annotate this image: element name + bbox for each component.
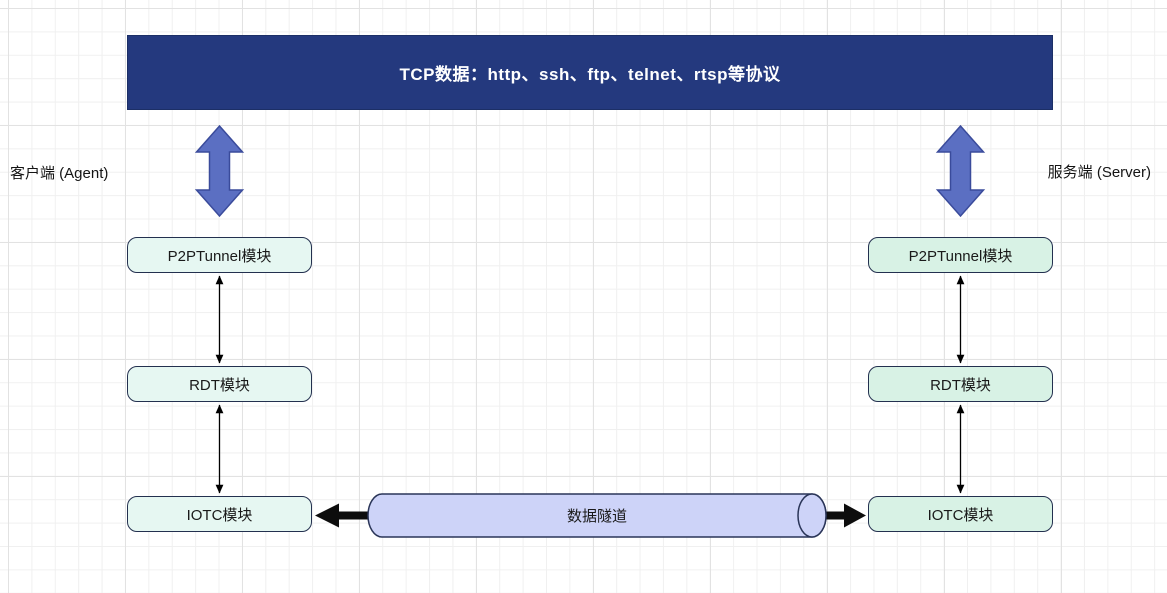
server-label: 服务端 (Server) bbox=[1047, 164, 1151, 181]
node-iotc-right[interactable]: IOTC模块 bbox=[868, 496, 1053, 532]
node-rdt-right[interactable]: RDT模块 bbox=[868, 366, 1053, 402]
tunnel-label: 数据隧道 bbox=[566, 508, 627, 525]
tunnel-cylinder-cap bbox=[797, 493, 827, 538]
tcp-protocols-label: TCP数据：http、ssh、ftp、telnet、rtsp等协议 bbox=[399, 65, 781, 84]
node-label: IOTC模块 bbox=[186, 506, 253, 524]
node-label: RDT模块 bbox=[930, 376, 991, 394]
node-rdt-left[interactable]: RDT模块 bbox=[127, 366, 312, 402]
tcp-protocols-bar[interactable]: TCP数据：http、ssh、ftp、telnet、rtsp等协议 bbox=[127, 35, 1053, 110]
double-arrow-left[interactable] bbox=[194, 124, 245, 218]
node-label: IOTC模块 bbox=[927, 506, 994, 524]
node-label: RDT模块 bbox=[189, 376, 250, 394]
client-agent-label: 客户端 (Agent) bbox=[10, 165, 109, 182]
node-p2ptunnel-right[interactable]: P2PTunnel模块 bbox=[868, 237, 1053, 273]
node-label: P2PTunnel模块 bbox=[167, 247, 272, 265]
double-arrow-right[interactable] bbox=[935, 124, 986, 218]
tunnel-arrow-left[interactable] bbox=[315, 503, 374, 528]
node-iotc-left[interactable]: IOTC模块 bbox=[127, 496, 312, 532]
node-label: P2PTunnel模块 bbox=[908, 247, 1013, 265]
node-p2ptunnel-left[interactable]: P2PTunnel模块 bbox=[127, 237, 312, 273]
tunnel-arrow-right[interactable] bbox=[820, 503, 866, 528]
